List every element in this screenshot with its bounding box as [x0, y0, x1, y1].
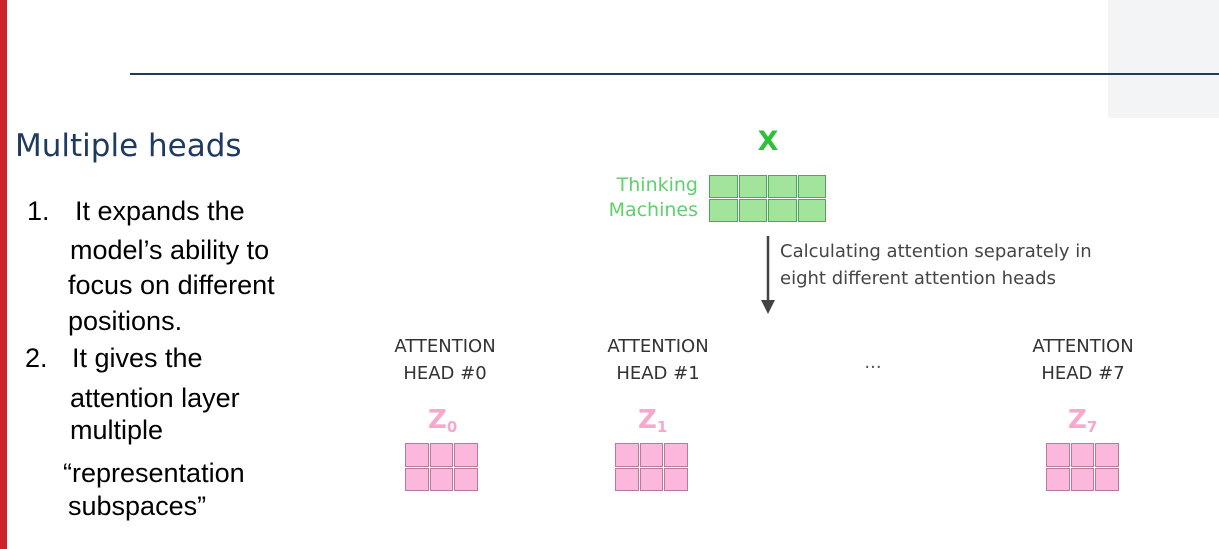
head-label-line: ATTENTION	[1032, 336, 1134, 357]
matrix-cell	[797, 175, 826, 198]
point-line: model’s ability to	[70, 235, 270, 265]
head-label: ATTENTION HEAD #1	[568, 333, 748, 387]
matrix-cell	[1095, 467, 1119, 491]
corner-panel	[1108, 0, 1219, 118]
matrix-cell	[664, 443, 688, 467]
down-arrow-icon	[761, 236, 775, 314]
ellipsis: ...	[864, 352, 882, 373]
head-label-line: HEAD #1	[616, 363, 700, 384]
matrix-cell	[1070, 467, 1095, 491]
matrix-cell	[405, 443, 429, 467]
head-label: ATTENTION HEAD #7	[993, 333, 1173, 387]
point-line: attention layer	[70, 383, 240, 413]
point-line: focus on different	[68, 270, 275, 300]
point-line: It gives the	[72, 343, 203, 373]
matrix-cell	[615, 443, 639, 467]
matrix-cell	[639, 443, 664, 467]
matrix-cell	[405, 467, 429, 491]
matrix-cell	[709, 199, 738, 222]
caption-line: eight different attention heads	[780, 268, 1057, 289]
z-label: Z7	[1068, 405, 1097, 436]
matrix-cell	[429, 443, 454, 467]
point-line: subspaces”	[68, 491, 207, 521]
matrix-cell	[429, 467, 454, 491]
accent-bar	[0, 0, 7, 549]
head-label-line: HEAD #0	[403, 363, 487, 384]
matrix-cell	[615, 467, 639, 491]
head-label-line: ATTENTION	[394, 336, 496, 357]
z-subscript: 1	[656, 418, 668, 436]
matrix-cell	[454, 467, 478, 491]
point-number: 2.	[25, 343, 48, 373]
head-label-line: ATTENTION	[607, 336, 709, 357]
input-embedding-matrix	[709, 175, 827, 223]
z-label: Z0	[428, 405, 457, 436]
matrix-cell	[639, 467, 664, 491]
point-line: It expands the	[75, 196, 245, 226]
z-subscript: 7	[1086, 418, 1098, 436]
output-matrix-head-7	[1046, 443, 1120, 492]
input-word: Thinking	[616, 174, 698, 196]
output-matrix-head-1	[615, 443, 689, 492]
point-line: “representation	[63, 458, 245, 488]
point-number: 1.	[27, 196, 50, 226]
input-word: Machines	[608, 199, 698, 221]
matrix-cell	[738, 199, 767, 222]
matrix-cell	[1070, 443, 1095, 467]
matrix-cell	[709, 175, 738, 198]
matrix-cell	[738, 175, 767, 198]
matrix-cell	[1095, 443, 1119, 467]
z-letter: Z	[1068, 405, 1087, 435]
matrix-cell	[797, 199, 826, 222]
matrix-cell	[1046, 443, 1070, 467]
z-subscript: 0	[446, 418, 458, 436]
header-rule	[130, 73, 1219, 75]
matrix-cell	[1046, 467, 1070, 491]
z-letter: Z	[428, 405, 447, 435]
point-line: multiple	[70, 415, 164, 445]
matrix-cell	[768, 199, 797, 222]
input-symbol: X	[757, 126, 779, 157]
head-label: ATTENTION HEAD #0	[355, 333, 535, 387]
z-letter: Z	[638, 405, 657, 435]
matrix-cell	[664, 467, 688, 491]
output-matrix-head-0	[405, 443, 479, 492]
point-line: positions.	[68, 306, 183, 336]
z-label: Z1	[638, 405, 667, 436]
matrix-cell	[768, 175, 797, 198]
head-label-line: HEAD #7	[1041, 363, 1125, 384]
caption-line: Calculating attention separately in	[780, 241, 1092, 262]
matrix-cell	[454, 443, 478, 467]
slide-title: Multiple heads	[15, 128, 242, 164]
